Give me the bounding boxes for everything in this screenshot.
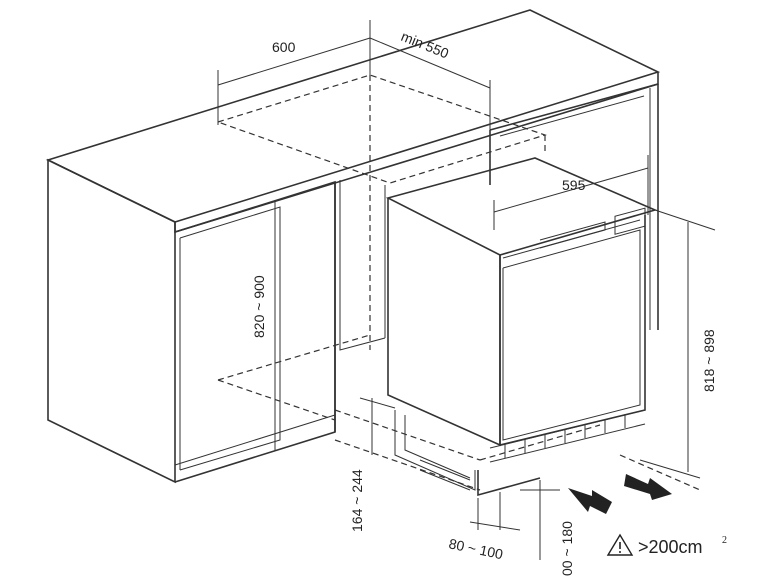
label-plinth-height: 164 ~ 244 — [349, 469, 365, 532]
label-niche-height: 820 ~ 900 — [251, 275, 267, 338]
appliance — [385, 157, 658, 497]
left-cabinet — [45, 9, 661, 484]
hidden-lines — [217, 74, 701, 491]
dimension-lines — [217, 20, 716, 560]
label-cabinet-depth: min 550 — [399, 28, 451, 62]
right-cabinet — [489, 83, 659, 330]
label-appliance-width: 595 — [562, 177, 586, 193]
label-plinth-depth: 80 ~ 100 — [447, 535, 504, 562]
airflow-in-arrow-icon — [568, 488, 612, 514]
label-vent-gap: 00 ~ 180 — [559, 521, 575, 576]
airflow-out-arrow-icon — [624, 474, 672, 500]
label-appliance-height: 818 ~ 898 — [701, 329, 717, 392]
label-cabinet-width: 600 — [272, 39, 296, 55]
ventilation-area-unit-sup: 2 — [722, 535, 727, 546]
warning-triangle-icon — [606, 533, 634, 556]
ventilation-area-label: >200cm — [638, 537, 703, 557]
